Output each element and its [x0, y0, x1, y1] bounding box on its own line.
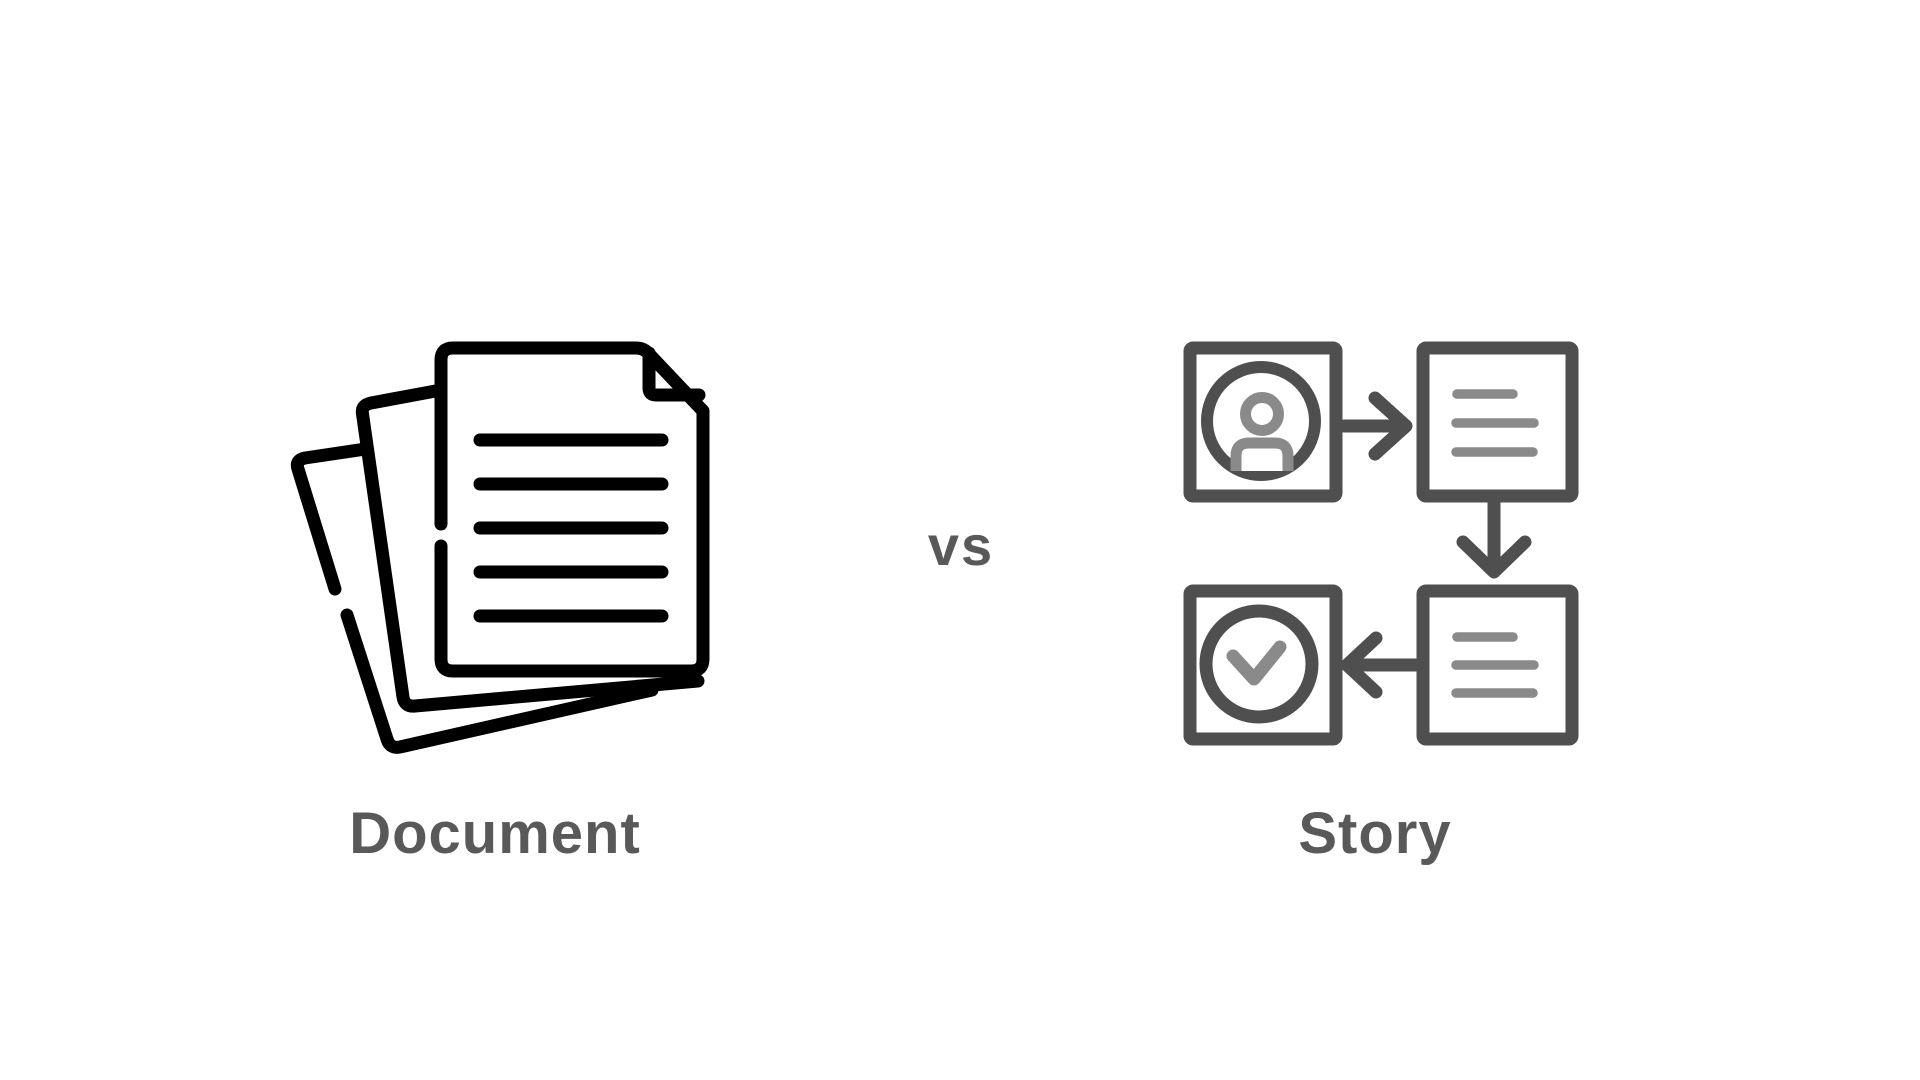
text-lines-icon: [1451, 389, 1539, 457]
front-page: [434, 341, 710, 678]
back-page-edge-bottom: [340, 608, 659, 754]
document-label: Document: [349, 801, 641, 866]
back-page-edge-top: [290, 439, 393, 596]
story-flowchart-icon: [1183, 341, 1579, 746]
page-fold-corner: [642, 346, 706, 402]
arrow-left-icon: [1340, 631, 1423, 699]
arrow-right-icon: [1337, 391, 1413, 461]
arrow-right-head: [1368, 391, 1413, 461]
person-head: [1240, 392, 1284, 436]
story-label: Story: [1298, 801, 1452, 866]
person-body: [1230, 437, 1294, 471]
document-stack-icon: [290, 341, 710, 754]
arrow-left-head: [1340, 631, 1383, 699]
text-lines-icon: [1451, 632, 1539, 698]
person-avatar-icon: [1230, 392, 1294, 471]
checkmark-circle-icon: [1199, 604, 1319, 724]
vs-text: vs: [927, 514, 995, 577]
check-mark: [1226, 640, 1287, 686]
arrow-down-head: [1456, 535, 1532, 579]
arrow-down-icon: [1456, 496, 1532, 579]
